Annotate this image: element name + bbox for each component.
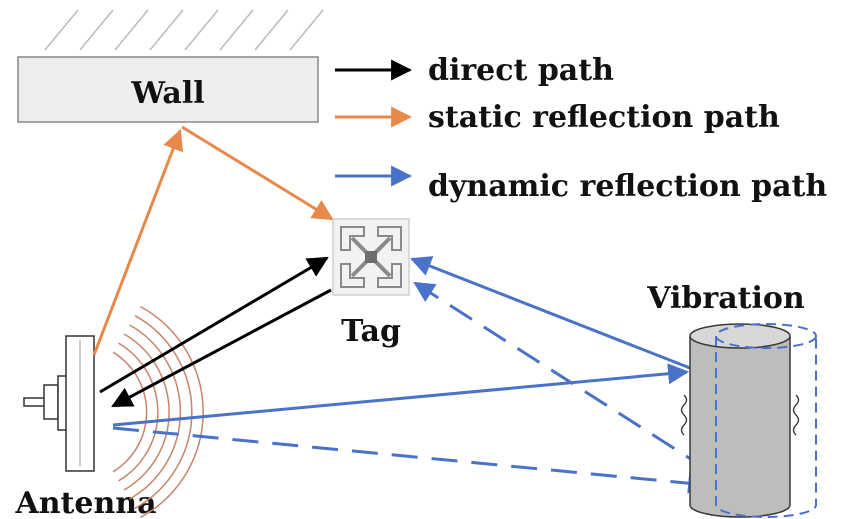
tag: Tag	[332, 218, 410, 349]
cylinder-top	[689, 323, 791, 349]
static-path-wall-to-tag	[181, 125, 334, 221]
legend: direct path static reflection path dynam…	[335, 53, 827, 204]
cylinder-body	[689, 336, 791, 518]
vibration-squiggle-right	[792, 394, 800, 436]
vibrating-cylinder: Vibration	[646, 281, 817, 518]
wall-hatch	[44, 9, 324, 51]
cylinder-displaced-top	[715, 323, 817, 349]
direct-path-antenna-to-tag	[99, 256, 329, 394]
legend-label-dynamic: dynamic reflection path	[428, 169, 827, 204]
vibration-label: Vibration	[646, 281, 805, 316]
vibration-squiggle-left	[680, 394, 688, 436]
antenna: Antenna	[14, 335, 157, 519]
wall: Wall	[17, 56, 319, 123]
dynamic-path-cylinder-to-tag	[410, 256, 691, 370]
wall-label: Wall	[130, 76, 204, 111]
dynamic-path-cylinder-to-tag-dashed	[413, 281, 709, 472]
static-path-antenna-to-wall	[92, 129, 184, 356]
direct-path-tag-to-antenna	[111, 288, 332, 408]
wall-box	[17, 56, 319, 123]
tag-chip	[365, 251, 377, 263]
dynamic-path-antenna-to-cylinder-dashed	[112, 426, 710, 494]
legend-label-static: static reflection path	[428, 100, 780, 135]
legend-label-direct: direct path	[428, 53, 614, 88]
tag-label: Tag	[341, 314, 401, 349]
antenna-waves	[112, 305, 204, 519]
dynamic-path-antenna-to-cylinder	[112, 363, 690, 427]
antenna-mount	[43, 384, 59, 420]
antenna-label: Antenna	[14, 486, 156, 519]
